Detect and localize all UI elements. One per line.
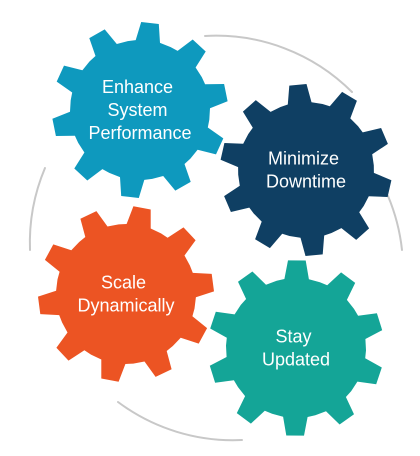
- gear-enhance-shape: [52, 22, 228, 198]
- gear-enhance-label: Enhance System Performance: [88, 77, 191, 143]
- gear-enhance-line-2: System: [107, 100, 167, 120]
- gear-scale-line-2: Dynamically: [77, 296, 174, 316]
- gear-stay-line-2: Updated: [262, 350, 330, 370]
- gear-stay: Stay Updated: [209, 260, 383, 436]
- gear-enhance-line-1: Enhance: [102, 77, 173, 97]
- ring-arc-left: [28, 167, 46, 251]
- gear-scale-shape: [38, 206, 214, 382]
- gear-enhance: Enhance System Performance: [52, 22, 228, 198]
- gear-scale-label: Scale Dynamically: [77, 273, 174, 316]
- gear-scale-line-1: Scale: [101, 273, 146, 293]
- gear-minimize-label: Minimize Downtime: [266, 149, 346, 192]
- gear-stay-line-1: Stay: [275, 327, 311, 347]
- gear-minimize-line-2: Downtime: [266, 172, 346, 192]
- gear-scale: Scale Dynamically: [38, 206, 214, 382]
- cycle-ring: [28, 34, 403, 442]
- ring-arc-top: [204, 34, 353, 93]
- gear-minimize-shape: [220, 84, 392, 256]
- ring-arc-right: [387, 195, 403, 251]
- gear-stay-label: Stay Updated: [262, 327, 330, 370]
- ring-arc-bottom: [117, 401, 243, 442]
- gear-minimize: Minimize Downtime: [220, 84, 392, 256]
- gear-stay-shape: [209, 260, 383, 436]
- gear-minimize-line-1: Minimize: [268, 149, 339, 169]
- gear-enhance-line-3: Performance: [88, 123, 191, 143]
